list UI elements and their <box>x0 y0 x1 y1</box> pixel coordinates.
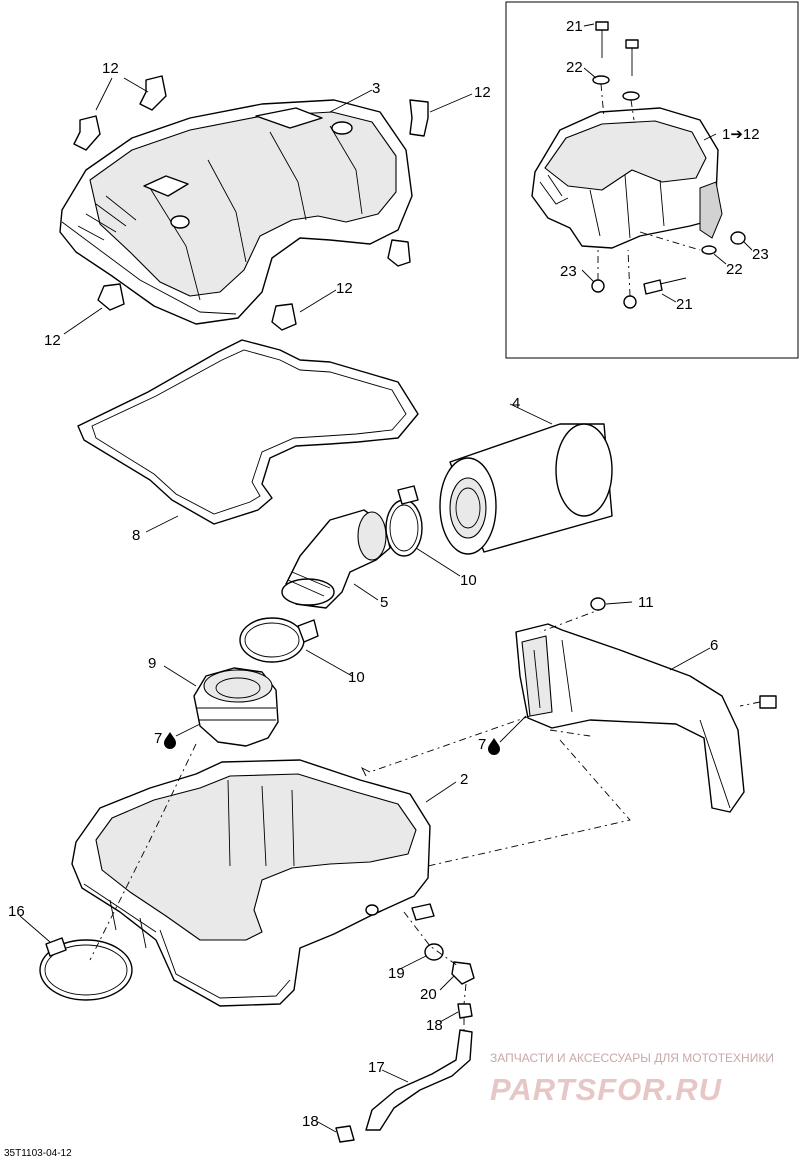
document-id: 35T1103-04-12 <box>4 1148 72 1159</box>
callout-18-upper: 18 <box>426 1017 443 1034</box>
callout-22-inset-right: 22 <box>726 261 743 278</box>
callout-3: 3 <box>372 80 380 97</box>
gasket <box>77 339 419 525</box>
callout-10-lower: 10 <box>348 669 365 686</box>
drain-plug-19 <box>424 943 444 961</box>
callout-22-inset-top: 22 <box>566 59 583 76</box>
callout-7-left: 7 <box>154 730 162 747</box>
intake-duct <box>515 597 777 813</box>
drain-fitting-20 <box>451 961 475 985</box>
spring-clips <box>73 75 429 331</box>
callout-17: 17 <box>368 1059 385 1076</box>
callout-23-inset-left: 23 <box>560 263 577 280</box>
drop-icon <box>164 732 176 749</box>
callout-21-inset-top: 21 <box>566 18 583 35</box>
callout-4: 4 <box>512 395 520 412</box>
watermark-caption: ЗАПЧАСТИ И АКСЕССУАРЫ ДЛЯ МОТОТЕХНИКИ <box>490 1051 774 1065</box>
hose-clamp-upper <box>385 485 423 557</box>
alignment-lines <box>89 715 631 1030</box>
hose-17 <box>335 1003 473 1143</box>
airbox-base <box>71 759 435 1007</box>
callout-21-inset-bottom: 21 <box>676 296 693 313</box>
callout-12-left: 12 <box>44 332 61 349</box>
callout-11: 11 <box>638 594 654 611</box>
watermark-brand: PARTSFOR.RU <box>490 1072 723 1107</box>
drop-icon <box>488 738 500 755</box>
callout-2: 2 <box>460 771 468 788</box>
callout-7-right: 7 <box>478 736 486 753</box>
callout-6: 6 <box>710 637 718 654</box>
callout-8: 8 <box>132 527 140 544</box>
callout-19: 19 <box>388 965 405 982</box>
callout-labels: 12 3 12 12 12 21 22 1➔12 23 22 23 21 4 8… <box>8 18 769 1130</box>
callout-12-mid: 12 <box>336 280 353 297</box>
intake-elbow <box>281 509 391 609</box>
callout-10-upper: 10 <box>460 572 477 589</box>
callout-12-top: 12 <box>102 60 119 77</box>
assembly-inset <box>505 1 799 359</box>
airbox-cover <box>59 99 413 325</box>
callout-1-to-12: 1➔12 <box>722 126 760 143</box>
leader-lines <box>19 77 711 1133</box>
hose-clamp-lower <box>239 617 319 663</box>
intake-boot <box>193 667 279 747</box>
clamp-16 <box>39 937 133 1001</box>
callout-5: 5 <box>380 594 388 611</box>
air-filter <box>439 423 613 555</box>
callout-20: 20 <box>420 986 437 1003</box>
callout-23-inset-right: 23 <box>752 246 769 263</box>
callout-18-lower: 18 <box>302 1113 319 1130</box>
callout-9: 9 <box>148 655 156 672</box>
callout-16: 16 <box>8 903 25 920</box>
callout-12-right: 12 <box>474 84 491 101</box>
